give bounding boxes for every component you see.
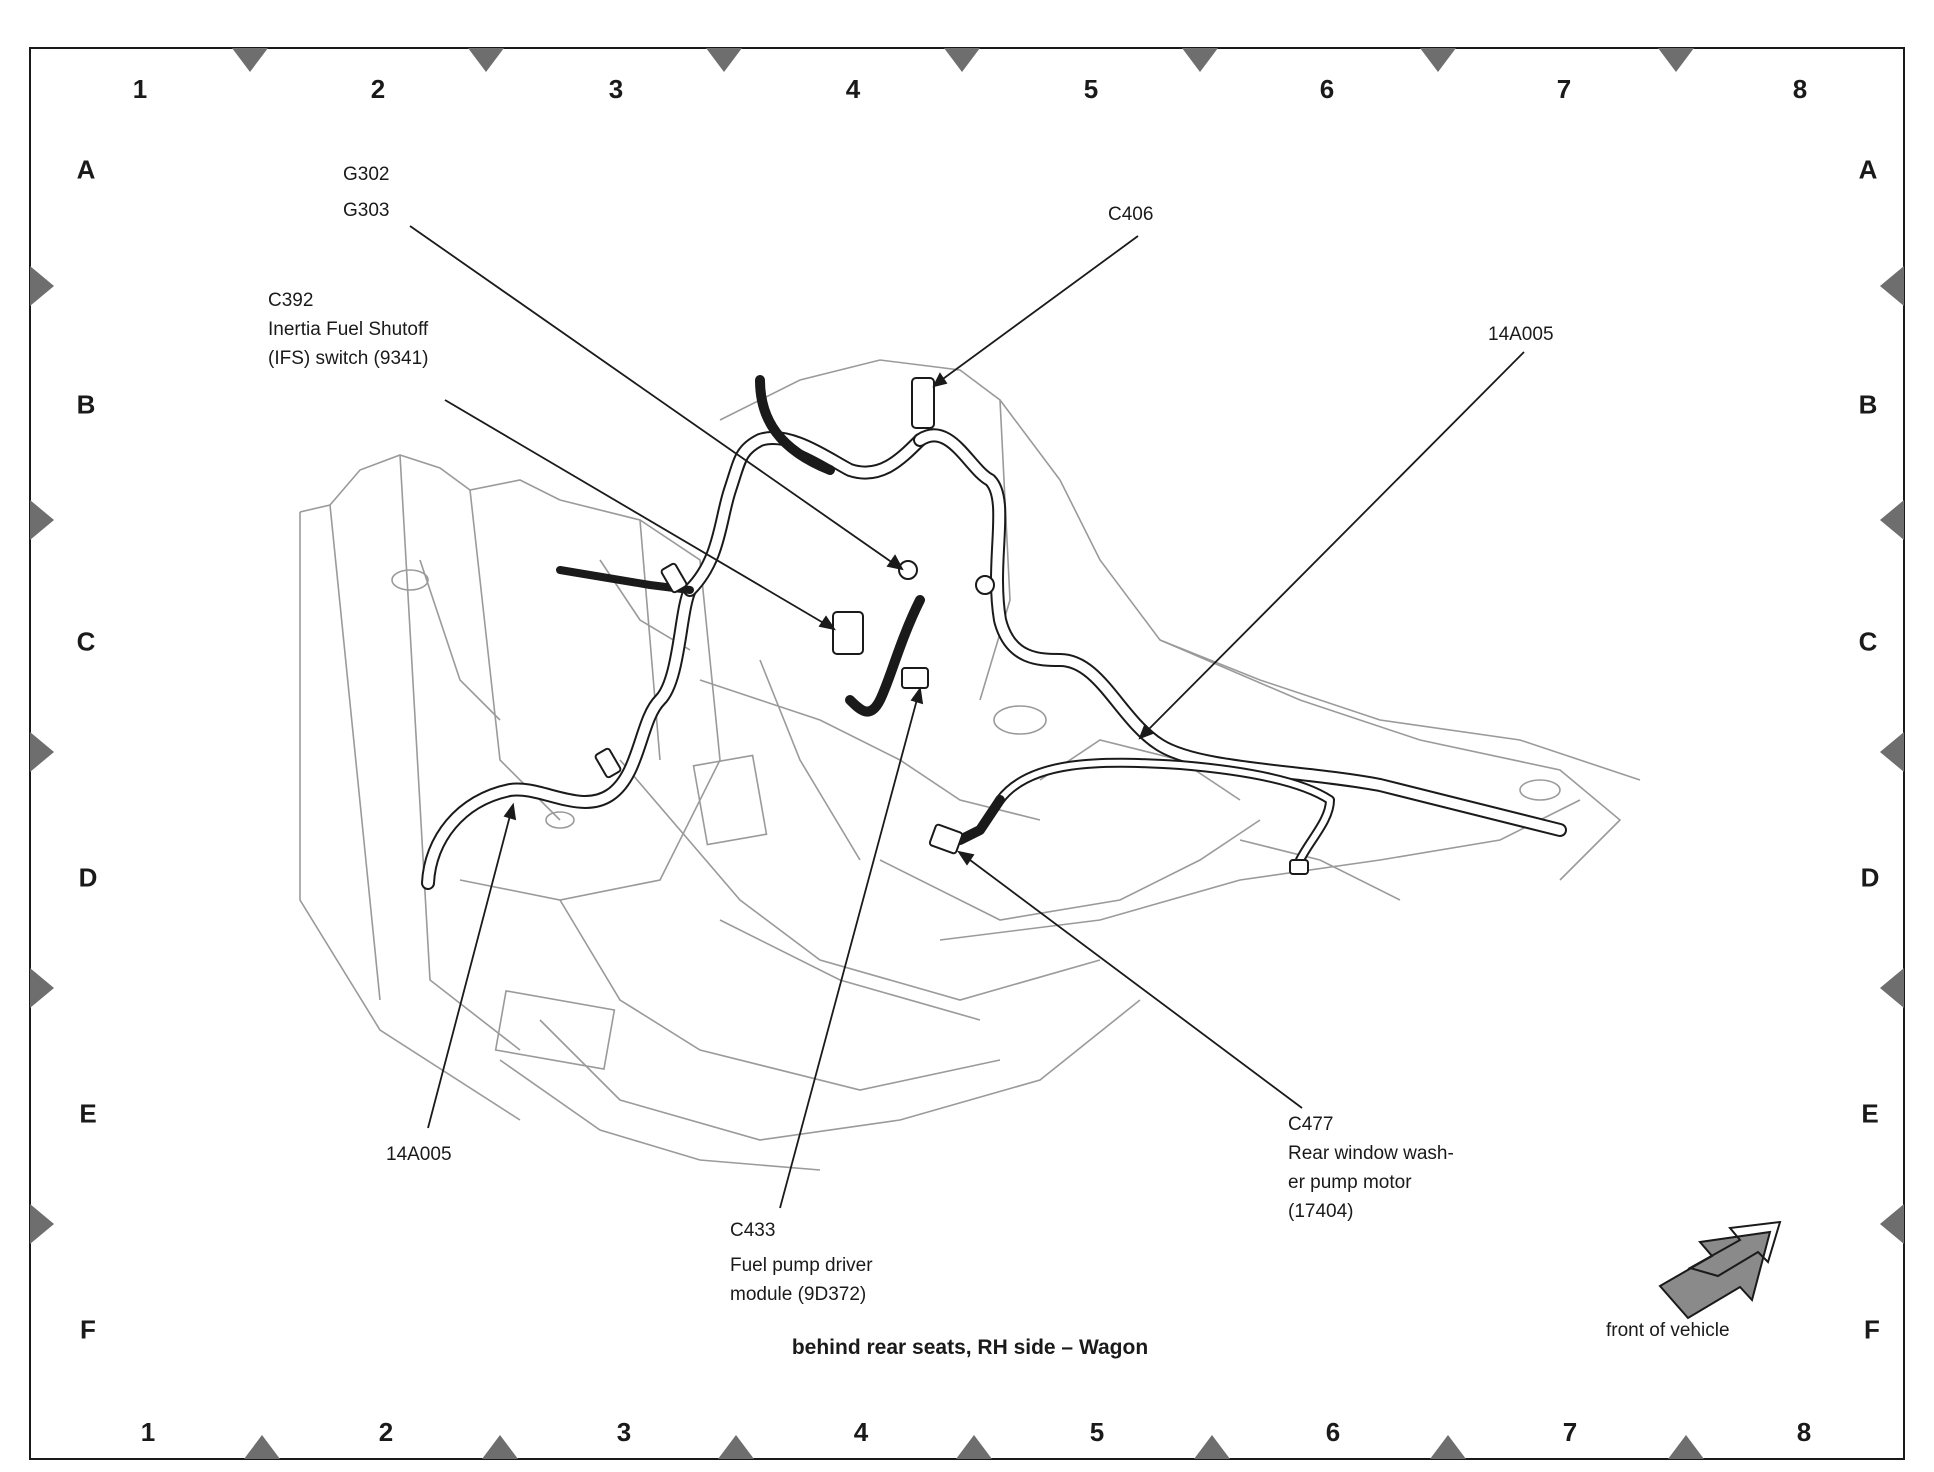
leader-lines xyxy=(409,225,1525,1209)
c406-connector xyxy=(911,377,935,429)
grid-column-1-top: 1 xyxy=(132,74,148,104)
grid-column-7-top: 7 xyxy=(1556,74,1572,104)
connectors xyxy=(594,377,1309,875)
grid-column-2-bottom: 2 xyxy=(378,1417,394,1447)
callout-c392-code: C392 xyxy=(268,290,314,311)
grid-column-3-bottom: 3 xyxy=(616,1417,632,1447)
front-of-vehicle-label: front of vehicle xyxy=(1606,1320,1730,1341)
callout-c433-line-2: module (9D372) xyxy=(730,1284,867,1305)
grid-row-e-right: E xyxy=(1861,1098,1879,1129)
callout-c392-line-1: Inertia Fuel Shutoff xyxy=(268,319,429,340)
grid-row-d-right: D xyxy=(1860,862,1880,893)
c477-connector xyxy=(928,823,964,855)
wiring-harness-14A005 xyxy=(421,375,1567,890)
grid-column-7-bottom: 7 xyxy=(1562,1417,1578,1447)
callout-harness-14a005-upper: 14A005 xyxy=(1488,324,1554,345)
diagram-border xyxy=(29,47,1905,1460)
grid-row-f-left: F xyxy=(80,1314,96,1345)
grid-column-4-top: 4 xyxy=(845,74,861,104)
callout-harness-14a005-lower: 14A005 xyxy=(386,1144,452,1165)
callout-g303: G303 xyxy=(343,200,390,221)
grid-markers xyxy=(30,48,1904,1459)
front-of-vehicle-arrow xyxy=(1658,1220,1782,1320)
c433-connector xyxy=(901,667,929,689)
grid-row-a-right: A xyxy=(1858,154,1878,185)
callout-c477-code: C477 xyxy=(1288,1114,1334,1135)
c392-connector xyxy=(832,611,864,655)
grid-column-8-top: 8 xyxy=(1792,74,1808,104)
callout-c392-line-2: (IFS) switch (9341) xyxy=(268,348,429,369)
grid-column-3-top: 3 xyxy=(608,74,624,104)
grid-column-2-top: 2 xyxy=(370,74,386,104)
callout-c477-line-2: er pump motor xyxy=(1288,1172,1412,1193)
grid-row-d-left: D xyxy=(78,862,98,893)
callout-c406: C406 xyxy=(1108,204,1154,225)
grid-column-4-bottom: 4 xyxy=(853,1417,869,1447)
grid-row-f-right: F xyxy=(1864,1314,1880,1345)
callout-g302: G302 xyxy=(343,164,390,185)
g302-ground xyxy=(898,560,918,580)
callout-c477-line-3: (17404) xyxy=(1288,1201,1354,1222)
callout-c433-code: C433 xyxy=(730,1220,776,1241)
grid-row-c-left: C xyxy=(76,626,96,657)
callout-c477-line-1: Rear window wash- xyxy=(1288,1143,1454,1164)
diagram-caption: behind rear seats, RH side – Wagon xyxy=(791,1336,1149,1359)
grid-column-5-top: 5 xyxy=(1083,74,1099,104)
grid-row-e-left: E xyxy=(79,1098,97,1129)
grid-column-1-bottom: 1 xyxy=(140,1417,156,1447)
vehicle-body-line-art xyxy=(299,359,1641,1171)
grid-column-5-bottom: 5 xyxy=(1089,1417,1105,1447)
grid-column-6-top: 6 xyxy=(1319,74,1335,104)
grid-column-8-bottom: 8 xyxy=(1796,1417,1812,1447)
grid-row-b-left: B xyxy=(76,389,96,420)
grid-row-a-left: A xyxy=(76,154,96,185)
callout-c433-line-1: Fuel pump driver xyxy=(730,1255,873,1276)
grid-row-b-right: B xyxy=(1858,389,1878,420)
grid-column-6-bottom: 6 xyxy=(1325,1417,1341,1447)
grid-row-c-right: C xyxy=(1858,626,1878,657)
g303-ground xyxy=(975,575,995,595)
